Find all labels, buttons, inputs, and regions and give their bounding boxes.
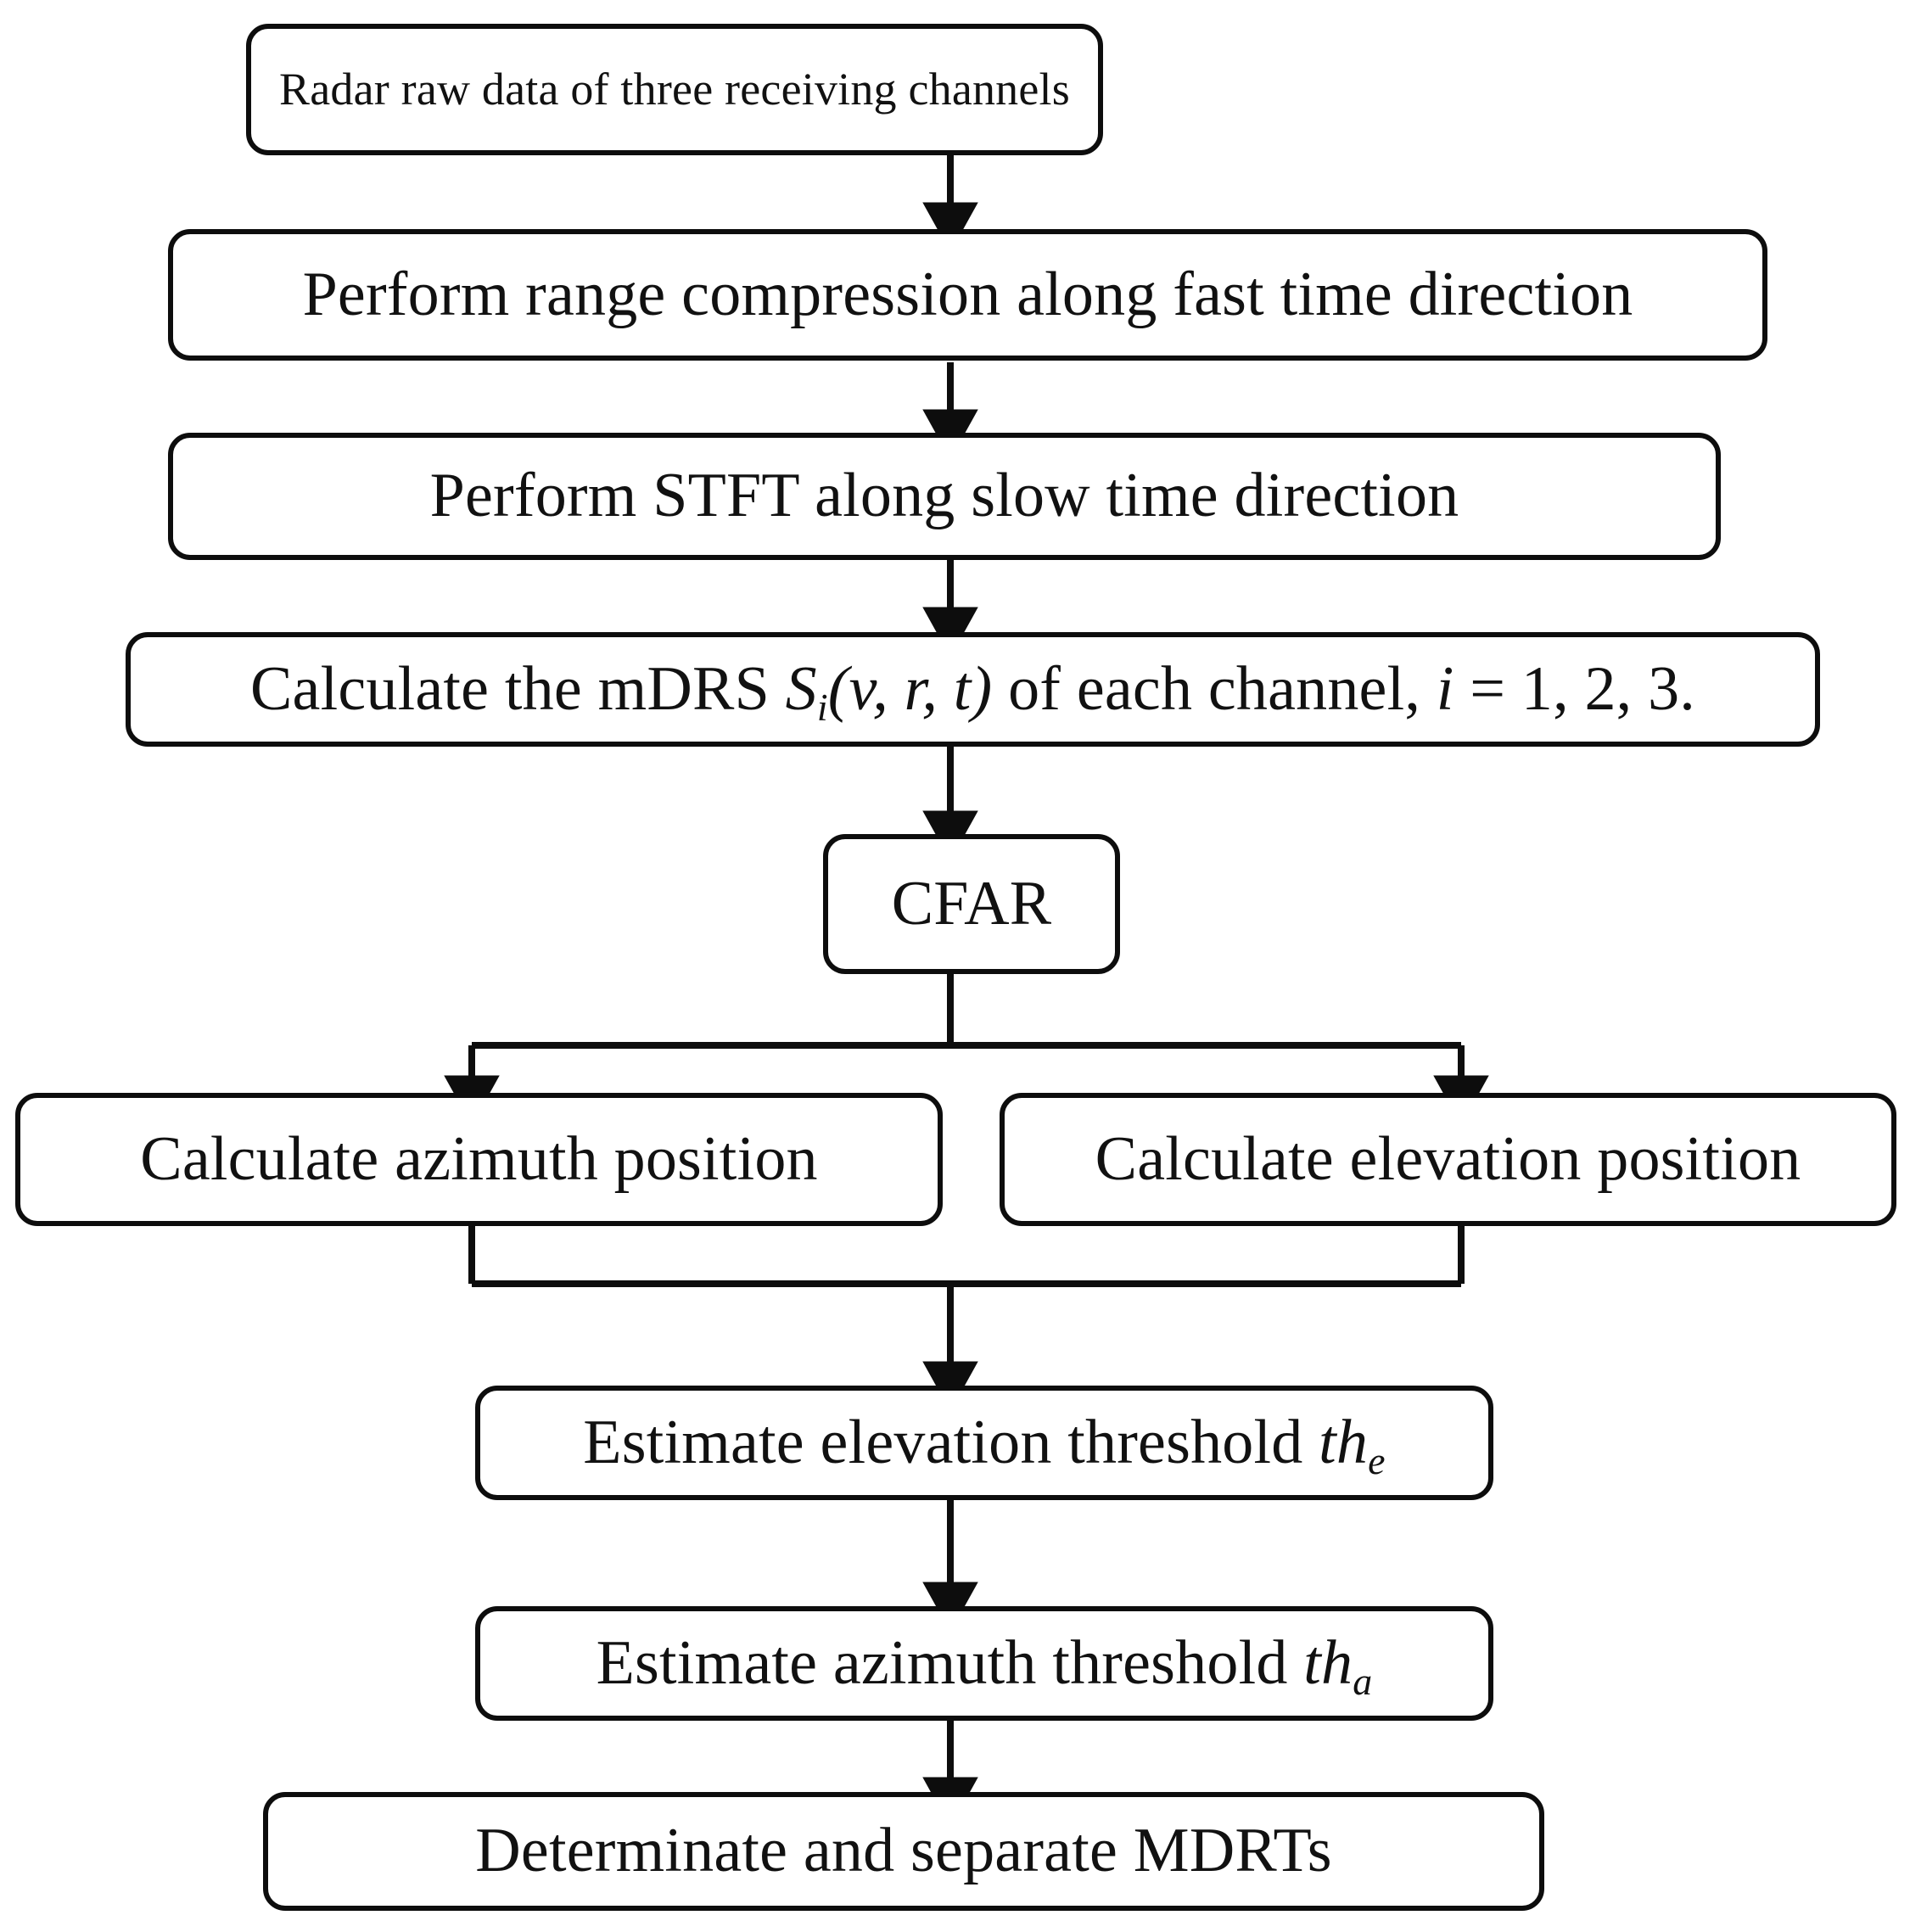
node-perform-stft[interactable]: Perform STFT along slow time direction bbox=[168, 433, 1721, 560]
mdrs-index-values: 1, 2, 3. bbox=[1521, 653, 1695, 724]
azimuth-threshold-symbol-base: th bbox=[1303, 1627, 1353, 1698]
node-cfar-label: CFAR bbox=[891, 868, 1052, 938]
azimuth-threshold-symbol-subscript: a bbox=[1353, 1659, 1373, 1703]
node-calculate-azimuth-position[interactable]: Calculate azimuth position bbox=[15, 1093, 943, 1226]
mdrs-index-symbol: i bbox=[1436, 653, 1454, 724]
node-determinate-separate-mdrts-label: Determinate and separate MDRTs bbox=[475, 1816, 1332, 1886]
node-radar-raw-data-label: Radar raw data of three receiving channe… bbox=[279, 64, 1070, 115]
azimuth-threshold-text-prefix: Estimate azimuth threshold bbox=[596, 1627, 1304, 1698]
node-perform-stft-label: Perform STFT along slow time direction bbox=[429, 461, 1459, 531]
elevation-threshold-symbol: the bbox=[1319, 1407, 1386, 1480]
node-estimate-azimuth-threshold-label: Estimate azimuth threshold tha bbox=[581, 1627, 1388, 1700]
elevation-threshold-symbol-base: th bbox=[1319, 1407, 1369, 1477]
mdrs-symbol-base: S bbox=[785, 653, 817, 724]
node-range-compression[interactable]: Perform range compression along fast tim… bbox=[168, 229, 1767, 361]
node-determinate-separate-mdrts[interactable]: Determinate and separate MDRTs bbox=[263, 1792, 1544, 1911]
mdrs-symbol: Si bbox=[785, 653, 828, 726]
mdrs-text-prefix: Calculate the mDRS bbox=[250, 653, 786, 724]
mdrs-arguments: (v, r, t) bbox=[827, 653, 993, 724]
node-cfar[interactable]: CFAR bbox=[823, 834, 1120, 974]
node-calculate-elevation-position[interactable]: Calculate elevation position bbox=[1000, 1093, 1896, 1226]
node-calculate-elevation-position-label: Calculate elevation position bbox=[1095, 1123, 1801, 1194]
elevation-threshold-text-prefix: Estimate elevation threshold bbox=[583, 1407, 1319, 1477]
node-estimate-elevation-threshold-label: Estimate elevation threshold the bbox=[568, 1407, 1400, 1480]
node-calculate-mdrs-label: Calculate the mDRS Si(v, r, t) of each c… bbox=[235, 653, 1711, 726]
node-calculate-mdrs[interactable]: Calculate the mDRS Si(v, r, t) of each c… bbox=[126, 632, 1820, 747]
node-radar-raw-data[interactable]: Radar raw data of three receiving channe… bbox=[246, 24, 1103, 155]
elevation-threshold-symbol-subscript: e bbox=[1368, 1438, 1386, 1482]
node-range-compression-label: Perform range compression along fast tim… bbox=[302, 259, 1633, 329]
node-calculate-azimuth-position-label: Calculate azimuth position bbox=[140, 1123, 818, 1194]
node-estimate-elevation-threshold[interactable]: Estimate elevation threshold the bbox=[475, 1386, 1493, 1500]
mdrs-text-middle: of each channel, bbox=[992, 653, 1437, 724]
mdrs-symbol-subscript: i bbox=[816, 685, 828, 729]
azimuth-threshold-symbol: tha bbox=[1303, 1627, 1372, 1700]
mdrs-equals-sign: = bbox=[1454, 653, 1521, 724]
node-estimate-azimuth-threshold[interactable]: Estimate azimuth threshold tha bbox=[475, 1606, 1493, 1721]
